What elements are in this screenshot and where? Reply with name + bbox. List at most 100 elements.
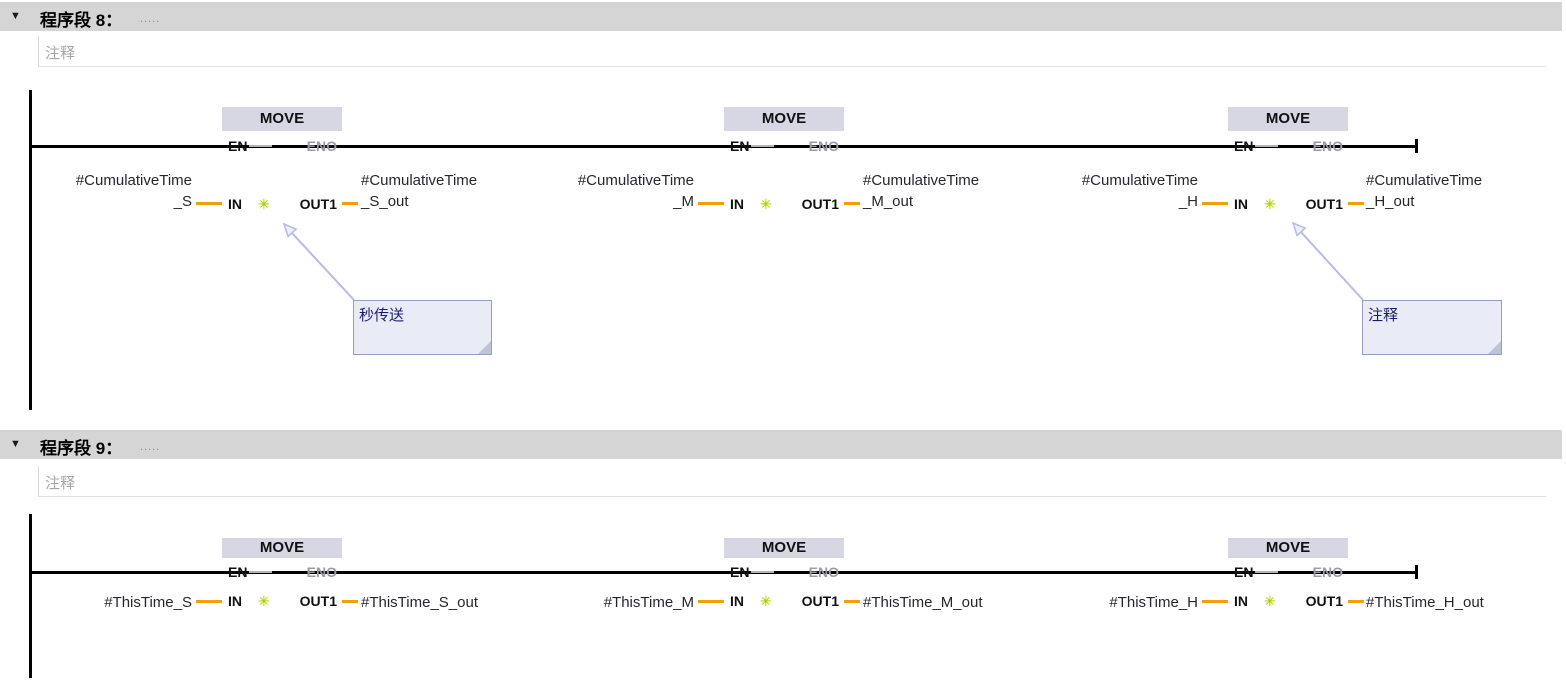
move-block[interactable]: MOVE EN ENO IN ✳ OUT1 <box>1228 107 1348 212</box>
in-out-row: IN ✳ OUT1 <box>724 591 844 612</box>
en-label: EN <box>730 138 750 154</box>
eno-label: ENO <box>808 138 839 154</box>
network-9-comment-input[interactable]: 注释 <box>38 466 1546 497</box>
note-text: 注释 <box>1368 307 1399 324</box>
network-title-placeholder[interactable]: ..... <box>140 13 161 25</box>
output-wire <box>342 202 358 205</box>
out-label: OUT1 <box>299 196 337 212</box>
network-title-placeholder[interactable]: ..... <box>140 441 161 453</box>
block-title: MOVE <box>1228 538 1348 558</box>
input-wire <box>196 600 222 603</box>
power-rail <box>29 514 32 678</box>
out-label: OUT1 <box>801 196 839 212</box>
input-operand[interactable]: #CumulativeTime _H <box>1081 172 1198 210</box>
en-eno-dash <box>249 145 272 147</box>
output-operand[interactable]: #CumulativeTime _H_out <box>1366 172 1483 210</box>
input-operand[interactable]: #ThisTime_M <box>603 594 694 611</box>
en-eno-row: EN ENO <box>1228 562 1348 583</box>
output-operand[interactable]: #ThisTime_S_out <box>361 594 478 611</box>
en-eno-dash <box>751 571 774 573</box>
rung-line <box>30 145 1418 148</box>
out-label: OUT1 <box>1305 593 1343 609</box>
in-out-row: IN ✳ OUT1 <box>1228 194 1348 215</box>
eno-label: ENO <box>808 564 839 580</box>
out-label: OUT1 <box>801 593 839 609</box>
out-label: OUT1 <box>299 593 337 609</box>
comment-note[interactable]: 秒传送 <box>353 300 492 355</box>
output-wire <box>844 202 860 205</box>
block-title: MOVE <box>222 107 342 131</box>
move-block[interactable]: MOVE EN ENO IN ✳ OUT1 <box>724 538 844 609</box>
out-modify-icon: ✳ <box>760 593 772 609</box>
comment-placeholder: 注释 <box>45 475 76 492</box>
block-title: MOVE <box>1228 107 1348 131</box>
move-block[interactable]: MOVE EN ENO IN ✳ OUT1 <box>222 107 342 212</box>
out-modify-icon: ✳ <box>1264 593 1276 609</box>
en-eno-dash <box>1255 145 1278 147</box>
en-eno-row: EN ENO <box>222 136 342 157</box>
eno-label: ENO <box>306 138 337 154</box>
network-8-comment-input[interactable]: 注释 <box>38 36 1546 67</box>
output-operand[interactable]: #ThisTime_H_out <box>1366 594 1484 611</box>
note-text: 秒传送 <box>359 307 405 324</box>
note-fold-corner-icon <box>1488 341 1501 354</box>
en-label: EN <box>1234 138 1254 154</box>
eno-label: ENO <box>1312 138 1343 154</box>
in-label: IN <box>730 196 744 212</box>
en-eno-row: EN ENO <box>724 562 844 583</box>
output-wire <box>844 600 860 603</box>
input-wire <box>698 600 724 603</box>
input-operand[interactable]: #CumulativeTime _S <box>75 172 192 210</box>
comment-note[interactable]: 注释 <box>1362 300 1502 355</box>
power-rail <box>29 90 32 410</box>
input-wire <box>1202 600 1228 603</box>
en-eno-row: EN ENO <box>724 136 844 157</box>
input-operand[interactable]: #ThisTime_H <box>1109 594 1198 611</box>
output-wire <box>1348 202 1364 205</box>
in-label: IN <box>228 196 242 212</box>
out-modify-icon: ✳ <box>258 593 270 609</box>
input-operand[interactable]: #CumulativeTime _M <box>577 172 694 210</box>
in-out-row: IN ✳ OUT1 <box>222 591 342 612</box>
en-eno-row: EN ENO <box>222 562 342 583</box>
move-block[interactable]: MOVE EN ENO IN ✳ OUT1 <box>1228 538 1348 609</box>
out-modify-icon: ✳ <box>760 196 772 212</box>
in-label: IN <box>1234 196 1248 212</box>
in-out-row: IN ✳ OUT1 <box>724 194 844 215</box>
input-operand[interactable]: #ThisTime_S <box>104 594 192 611</box>
collapse-triangle-icon[interactable]: ▼ <box>10 10 21 22</box>
en-eno-dash <box>249 571 272 573</box>
comment-placeholder: 注释 <box>45 45 76 62</box>
eno-label: ENO <box>1312 564 1343 580</box>
network-title: 程序段 9： <box>40 439 123 458</box>
collapse-triangle-icon[interactable]: ▼ <box>10 438 21 450</box>
network-8-header[interactable]: ▼ 程序段 8： ..... <box>0 2 1562 31</box>
block-title: MOVE <box>222 538 342 558</box>
note-fold-corner-icon <box>478 341 491 354</box>
out-modify-icon: ✳ <box>1264 196 1276 212</box>
en-eno-dash <box>1255 571 1278 573</box>
network-title: 程序段 8： <box>40 11 123 30</box>
block-title: MOVE <box>724 538 844 558</box>
input-wire <box>196 202 222 205</box>
en-label: EN <box>730 564 750 580</box>
in-out-row: IN ✳ OUT1 <box>222 194 342 215</box>
output-operand[interactable]: #ThisTime_M_out <box>863 594 983 611</box>
output-wire <box>342 600 358 603</box>
move-block[interactable]: MOVE EN ENO IN ✳ OUT1 <box>222 538 342 609</box>
input-wire <box>1202 202 1228 205</box>
en-eno-row: EN ENO <box>1228 136 1348 157</box>
in-out-row: IN ✳ OUT1 <box>1228 591 1348 612</box>
out-label: OUT1 <box>1305 196 1343 212</box>
network-9-header[interactable]: ▼ 程序段 9： ..... <box>0 430 1562 459</box>
output-operand[interactable]: #CumulativeTime _S_out <box>361 172 478 210</box>
output-operand[interactable]: #CumulativeTime _M_out <box>863 172 980 210</box>
move-block[interactable]: MOVE EN ENO IN ✳ OUT1 <box>724 107 844 212</box>
in-label: IN <box>730 593 744 609</box>
block-title: MOVE <box>724 107 844 131</box>
en-label: EN <box>228 564 248 580</box>
rung-end-tick <box>1415 139 1418 153</box>
input-wire <box>698 202 724 205</box>
en-label: EN <box>228 138 248 154</box>
